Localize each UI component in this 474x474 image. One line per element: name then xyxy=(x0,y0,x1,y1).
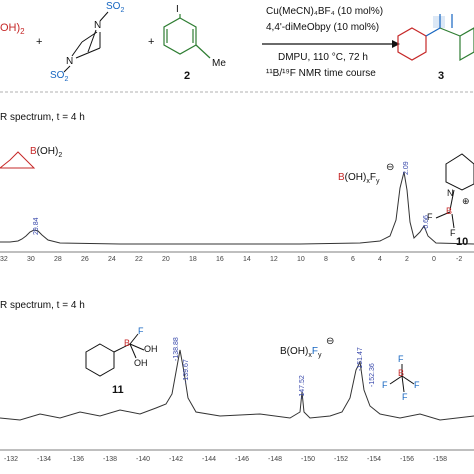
spectrum-top-title: R spectrum, t = 4 h xyxy=(0,112,85,123)
tick-bottom-2: -136 xyxy=(70,456,85,463)
conditions-line-4: ¹¹B/¹⁹F NMR time course xyxy=(266,68,376,79)
mol11-oh2-label: OH xyxy=(134,358,148,368)
species-label-bottom: B(OH)xFy xyxy=(280,346,322,359)
dabso-so2-bottom: SO2 xyxy=(50,70,69,83)
bf4-f2-label: F xyxy=(382,380,388,390)
bf4-f3-label: F xyxy=(414,380,420,390)
tick-top-11: 10 xyxy=(297,256,305,263)
product-structure xyxy=(397,14,474,62)
peak-label-bottom-2: -139.67 xyxy=(183,359,190,383)
tick-bottom-6: -144 xyxy=(202,456,217,463)
compound-10-label: 10 xyxy=(456,236,469,248)
tick-bottom-10: -152 xyxy=(334,456,349,463)
conditions-line-1: Cu(MeCN)₄BF₄ (10 mol%) xyxy=(266,6,384,17)
tick-top-14: 4 xyxy=(378,256,382,263)
tick-top-10: 12 xyxy=(270,256,278,263)
tick-bottom-9: -150 xyxy=(301,456,316,463)
peak-label-top-3: -0.66 xyxy=(423,215,430,231)
tick-top-2: 28 xyxy=(54,256,62,263)
iodide-label: I xyxy=(176,4,179,15)
molecule-11-structure xyxy=(85,333,145,377)
tick-bottom-11: -154 xyxy=(367,456,382,463)
peak-label-bottom-3: -147.52 xyxy=(299,375,306,399)
bf4-f4-label: F xyxy=(402,392,408,402)
boronic-acid-label: B(OH)2 xyxy=(30,146,63,159)
tick-bottom-5: -142 xyxy=(169,456,184,463)
bf4-structure xyxy=(389,364,415,393)
aryl-iodide-ring xyxy=(163,14,211,59)
methyl-label: Me xyxy=(212,58,226,69)
peak-label-bottom-5: -152.36 xyxy=(369,363,376,387)
bf4-f1-label: F xyxy=(398,354,404,364)
tick-top-1: 30 xyxy=(27,256,35,263)
bf4-b-label: B xyxy=(398,368,405,378)
tick-top-4: 24 xyxy=(108,256,116,263)
tick-top-3: 26 xyxy=(81,256,89,263)
peak-label-top-1: 29.84 xyxy=(33,217,40,235)
plus-sign-2: + xyxy=(148,36,155,48)
species-charge-bottom: ⊖ xyxy=(326,336,335,347)
mol11-oh1-label: OH xyxy=(144,344,158,354)
mol11-f-label: F xyxy=(138,326,144,336)
spectrum-top-trace xyxy=(0,171,474,245)
tick-top-0: 32 xyxy=(0,256,8,263)
complex-10-structure xyxy=(435,153,474,229)
mol11-b-label: B xyxy=(124,338,131,348)
tick-bottom-1: -134 xyxy=(37,456,52,463)
spectrum-bottom-title: R spectrum, t = 4 h xyxy=(0,300,85,311)
tick-top-16: 0 xyxy=(432,256,436,263)
compound-11-label: 11 xyxy=(112,384,124,396)
tick-bottom-4: -140 xyxy=(136,456,151,463)
tick-bottom-13: -158 xyxy=(433,456,448,463)
conditions-line-3: DMPU, 110 °C, 72 h xyxy=(278,52,368,63)
dabso-so2-top: SO2 xyxy=(106,1,125,14)
complex-f1-label: F xyxy=(427,212,433,222)
tick-bottom-3: -138 xyxy=(103,456,118,463)
species-charge-top: ⊖ xyxy=(386,162,395,173)
tick-top-5: 22 xyxy=(135,256,143,263)
tick-top-15: 2 xyxy=(405,256,409,263)
complex-plus-label: ⊕ xyxy=(462,196,470,206)
peak-label-top-2: 2.09 xyxy=(403,161,410,175)
spectrum-bottom-trace xyxy=(0,349,474,421)
boronic-ring-fragment xyxy=(0,151,36,169)
tick-top-13: 6 xyxy=(351,256,355,263)
compound-3-label: 3 xyxy=(438,70,445,82)
tick-top-7: 18 xyxy=(189,256,197,263)
dabso-n-bottom: N xyxy=(66,56,74,67)
reaction-arrow xyxy=(262,40,400,48)
tick-top-6: 20 xyxy=(162,256,170,263)
complex-n-label: N xyxy=(447,188,454,198)
conditions-line-2: 4,4'-diMeObpy (10 mol%) xyxy=(266,22,380,33)
tick-top-9: 14 xyxy=(243,256,251,263)
peak-label-bottom-4: -151.47 xyxy=(357,347,364,371)
dabso-structure xyxy=(63,11,109,73)
plus-sign-1: + xyxy=(36,36,43,48)
tick-bottom-7: -146 xyxy=(235,456,250,463)
peak-label-bottom-1: -138.88 xyxy=(173,337,180,361)
tick-top-8: 16 xyxy=(216,256,224,263)
dabso-n-top: N xyxy=(94,20,102,31)
tick-bottom-12: -156 xyxy=(400,456,415,463)
tick-bottom-8: -148 xyxy=(268,456,283,463)
tick-top-17: -2 xyxy=(456,256,463,263)
species-label-top: B(OH)xFy xyxy=(338,172,380,185)
tick-top-12: 8 xyxy=(324,256,328,263)
boronic-acid-fragment: OH)2 xyxy=(0,22,25,37)
complex-b-label: B xyxy=(446,206,453,216)
complex-f2-label: F xyxy=(450,228,456,238)
tick-bottom-0: -132 xyxy=(4,456,19,463)
compound-2-label: 2 xyxy=(184,70,191,82)
